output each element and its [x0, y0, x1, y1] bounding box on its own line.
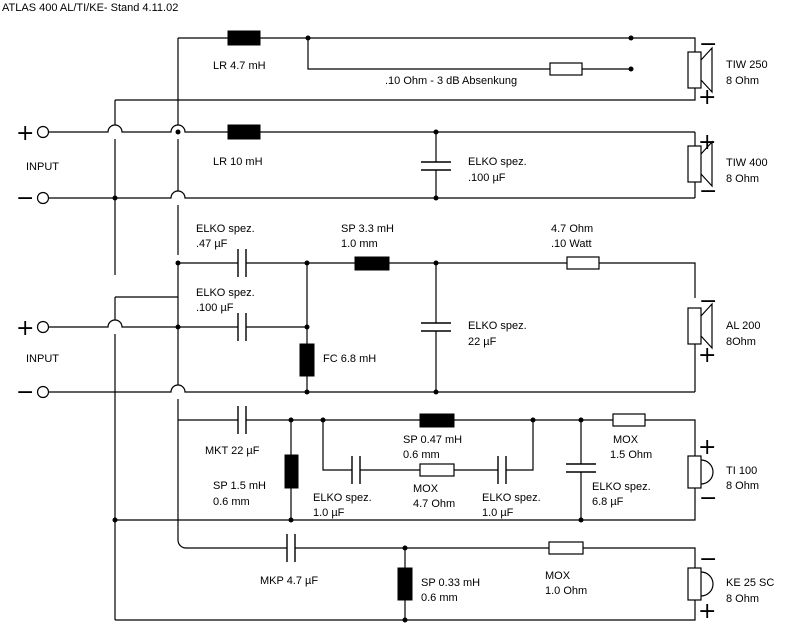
speaker-tiw250: − + TIW 250 8 Ohm: [687, 32, 768, 110]
speaker-tiw250-bottom-sign: +: [698, 85, 716, 110]
elko22-label-1: ELKO spez.: [468, 320, 527, 332]
speaker-ti100-name: TI 100: [726, 465, 757, 477]
input-2-minus-terminal[interactable]: [36, 385, 50, 399]
mox15-label-2: 1.5 Ohm: [610, 449, 652, 461]
bus-wires: [49, 38, 695, 620]
sp15-label-1: SP 1.5 mH: [213, 480, 266, 492]
speaker-al200-name: AL 200: [726, 320, 760, 332]
input-1-minus-terminal[interactable]: [36, 191, 50, 205]
input-2-plus-terminal[interactable]: [36, 320, 50, 334]
speaker-ke25sc-top-sign: −: [699, 547, 717, 572]
tiw400-branch: LR 10 mH ELKO spez. .100 µF: [112, 124, 527, 201]
sp33-label-1: SP 3.3 mH: [341, 223, 394, 235]
sp33-label-2: 1.0 mm: [341, 238, 378, 250]
tiw250-branch: LR 4.7 mH .10 Ohm - 3 dB Absenkung: [178, 30, 696, 101]
elko47-label-1: ELKO spez.: [196, 223, 255, 235]
input-1-minus-sign: −: [16, 186, 34, 211]
lr10-label: LR 10 mH: [213, 156, 263, 168]
sp033-inductor: [397, 567, 413, 601]
fc68-inductor: [299, 343, 315, 377]
sp047-inductor: [419, 413, 455, 428]
elko100a-label-1: ELKO spez.: [468, 156, 527, 168]
elko10b-label-2: 1.0 µF: [482, 507, 514, 519]
elko10b-label-1: ELKO spez.: [482, 492, 541, 504]
sp33-inductor: [354, 256, 390, 271]
elko10a-label-1: ELKO spez.: [313, 492, 372, 504]
speaker-ti100-impedance: 8 Ohm: [726, 480, 759, 492]
mox47-label-1: MOX: [413, 483, 439, 495]
input-2: + INPUT −: [16, 316, 59, 405]
speaker-ti100-icon: [687, 455, 702, 489]
input-2-minus-sign: −: [16, 380, 34, 405]
speaker-tiw250-icon: [687, 51, 702, 89]
speaker-al200-bottom-sign: +: [698, 343, 716, 368]
mox10-resistor: [548, 541, 584, 555]
sp047-label-2: 0.6 mm: [403, 449, 440, 461]
speaker-ti100: + − TI 100 8 Ohm: [687, 435, 759, 511]
input-2-label: INPUT: [26, 353, 59, 365]
speaker-ke25sc-icon: [687, 567, 702, 601]
speaker-ti100-bottom-sign: −: [699, 486, 717, 511]
lr47-label: LR 4.7 mH: [213, 60, 266, 72]
elko22-label-2: 22 µF: [468, 336, 497, 348]
ti100-branch: MKT 22 µF SP 0.47 mH 0.6 mm MOX 1.5 Ohm …: [112, 406, 696, 523]
elko100b-label-2: .100 µF: [196, 302, 234, 314]
mox15-resistor: [612, 413, 646, 427]
r47w-label-1: 4.7 Ohm: [551, 223, 593, 235]
mox47-resistor: [419, 463, 455, 477]
r10-attn-resistor: [549, 62, 583, 76]
mox47-label-2: 4.7 Ohm: [413, 498, 455, 510]
speaker-al200-top-sign: −: [699, 289, 717, 314]
mox10-label-2: 1.0 Ohm: [545, 585, 587, 597]
sp047-label-1: SP 0.47 mH: [403, 434, 462, 446]
sp15-label-2: 0.6 mm: [213, 496, 250, 508]
diagram-title: ATLAS 400 AL/TI/KE- Stand 4.11.02: [2, 2, 178, 14]
lr47-inductor: [227, 30, 261, 46]
speaker-tiw400-icon: [687, 145, 702, 183]
sp033-label-2: 0.6 mm: [421, 592, 458, 604]
sp033-label-1: SP 0.33 mH: [421, 577, 480, 589]
speaker-tiw400-name: TIW 400: [726, 157, 768, 169]
speaker-tiw400-bottom-sign: −: [699, 179, 717, 204]
sp15-inductor: [284, 454, 299, 489]
r10-attn-label: .10 Ohm - 3 dB Absenkung: [385, 75, 517, 87]
elko100b-label-1: ELKO spez.: [196, 287, 255, 299]
elko47-label-2: .47 µF: [196, 238, 228, 250]
ke25-branch: MKP 4.7 µF SP 0.33 mH 0.6 mm MOX 1.0 Ohm: [115, 534, 696, 623]
r47w-label-2: .10 Watt: [551, 238, 592, 250]
elko68-label-1: ELKO spez.: [592, 481, 651, 493]
speaker-al200-icon: [687, 307, 702, 345]
speaker-ke25sc-bottom-sign: +: [698, 599, 716, 624]
input-1-label: INPUT: [26, 161, 59, 173]
lr10-inductor: [227, 124, 261, 140]
r47w-resistor: [566, 256, 600, 270]
speaker-ke25sc-impedance: 8 Ohm: [726, 593, 759, 605]
speaker-tiw250-top-sign: −: [699, 32, 717, 57]
elko68-label-2: 6.8 µF: [592, 496, 624, 508]
speaker-tiw250-name: TIW 250: [726, 59, 768, 71]
speaker-ke25sc: − + KE 25 SC 8 Ohm: [687, 547, 774, 624]
speaker-ke25sc-name: KE 25 SC: [726, 577, 774, 589]
fc68-label: FC 6.8 mH: [323, 353, 376, 365]
speaker-tiw400-impedance: 8 Ohm: [726, 173, 759, 185]
mkt22-label: MKT 22 µF: [205, 445, 260, 457]
input-2-plus-sign: +: [16, 316, 34, 341]
input-1-plus-sign: +: [16, 121, 34, 146]
speaker-tiw250-impedance: 8 Ohm: [726, 75, 759, 87]
input-1: + INPUT −: [16, 121, 59, 211]
mox10-label-1: MOX: [545, 570, 571, 582]
elko10a-label-2: 1.0 µF: [313, 507, 345, 519]
elko100a-label-2: .100 µF: [468, 172, 506, 184]
mkp47-label: MKP 4.7 µF: [260, 575, 318, 587]
input-1-plus-terminal[interactable]: [36, 125, 50, 139]
mox15-label-1: MOX: [613, 434, 639, 446]
speaker-ti100-top-sign: +: [698, 435, 716, 460]
speaker-al200-impedance: 8Ohm: [726, 336, 756, 348]
speaker-tiw400: + − TIW 400 8 Ohm: [687, 130, 768, 204]
speaker-al200: − + AL 200 8Ohm: [687, 289, 760, 368]
al200-branch: ELKO spez. .47 µF SP 3.3 mH 1.0 mm 4.7 O…: [175, 223, 696, 395]
